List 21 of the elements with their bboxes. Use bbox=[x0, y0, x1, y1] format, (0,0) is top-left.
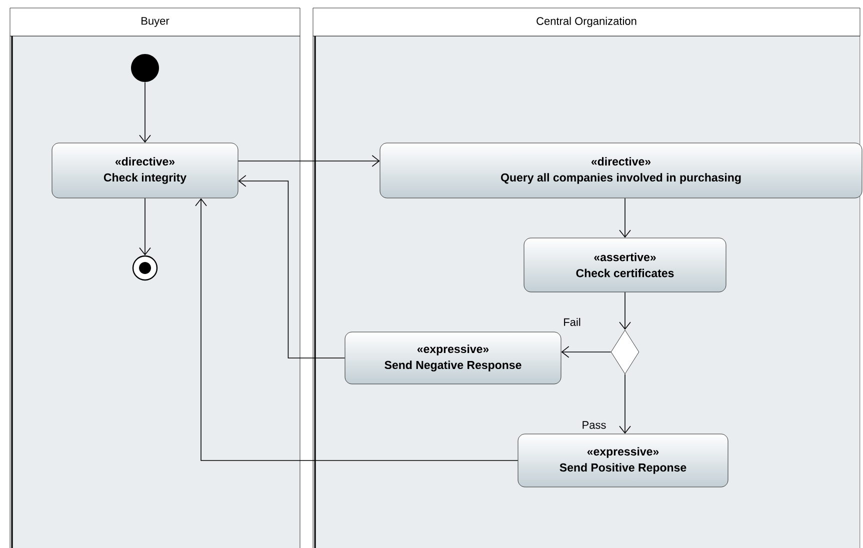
decision-diamond bbox=[610, 330, 640, 374]
edge-label: Pass bbox=[580, 420, 608, 430]
arrow bbox=[619, 292, 631, 330]
edge-label: Fail bbox=[562, 316, 582, 328]
action-box: «directive» Check integrity bbox=[52, 142, 238, 198]
arrow bbox=[139, 82, 151, 143]
action-box: «directive» Query all companies involved in purchasing bbox=[380, 142, 862, 198]
arrow bbox=[619, 198, 631, 238]
arrow bbox=[561, 346, 612, 358]
arrow bbox=[139, 198, 151, 256]
arrow bbox=[238, 175, 346, 358]
action-box: «expressive» Send Positive Reponse bbox=[518, 434, 728, 488]
arrow bbox=[238, 155, 380, 167]
start-dot bbox=[131, 54, 159, 82]
arrow bbox=[195, 198, 518, 461]
action-box: «assertive» Check certificates bbox=[524, 238, 726, 292]
node-label: Buyer bbox=[142, 17, 170, 27]
end-bullseye bbox=[132, 255, 158, 281]
arrow bbox=[619, 374, 631, 434]
node-label: Central Organization bbox=[536, 16, 636, 28]
action-box: «expressive» Send Negative Response bbox=[344, 332, 562, 384]
